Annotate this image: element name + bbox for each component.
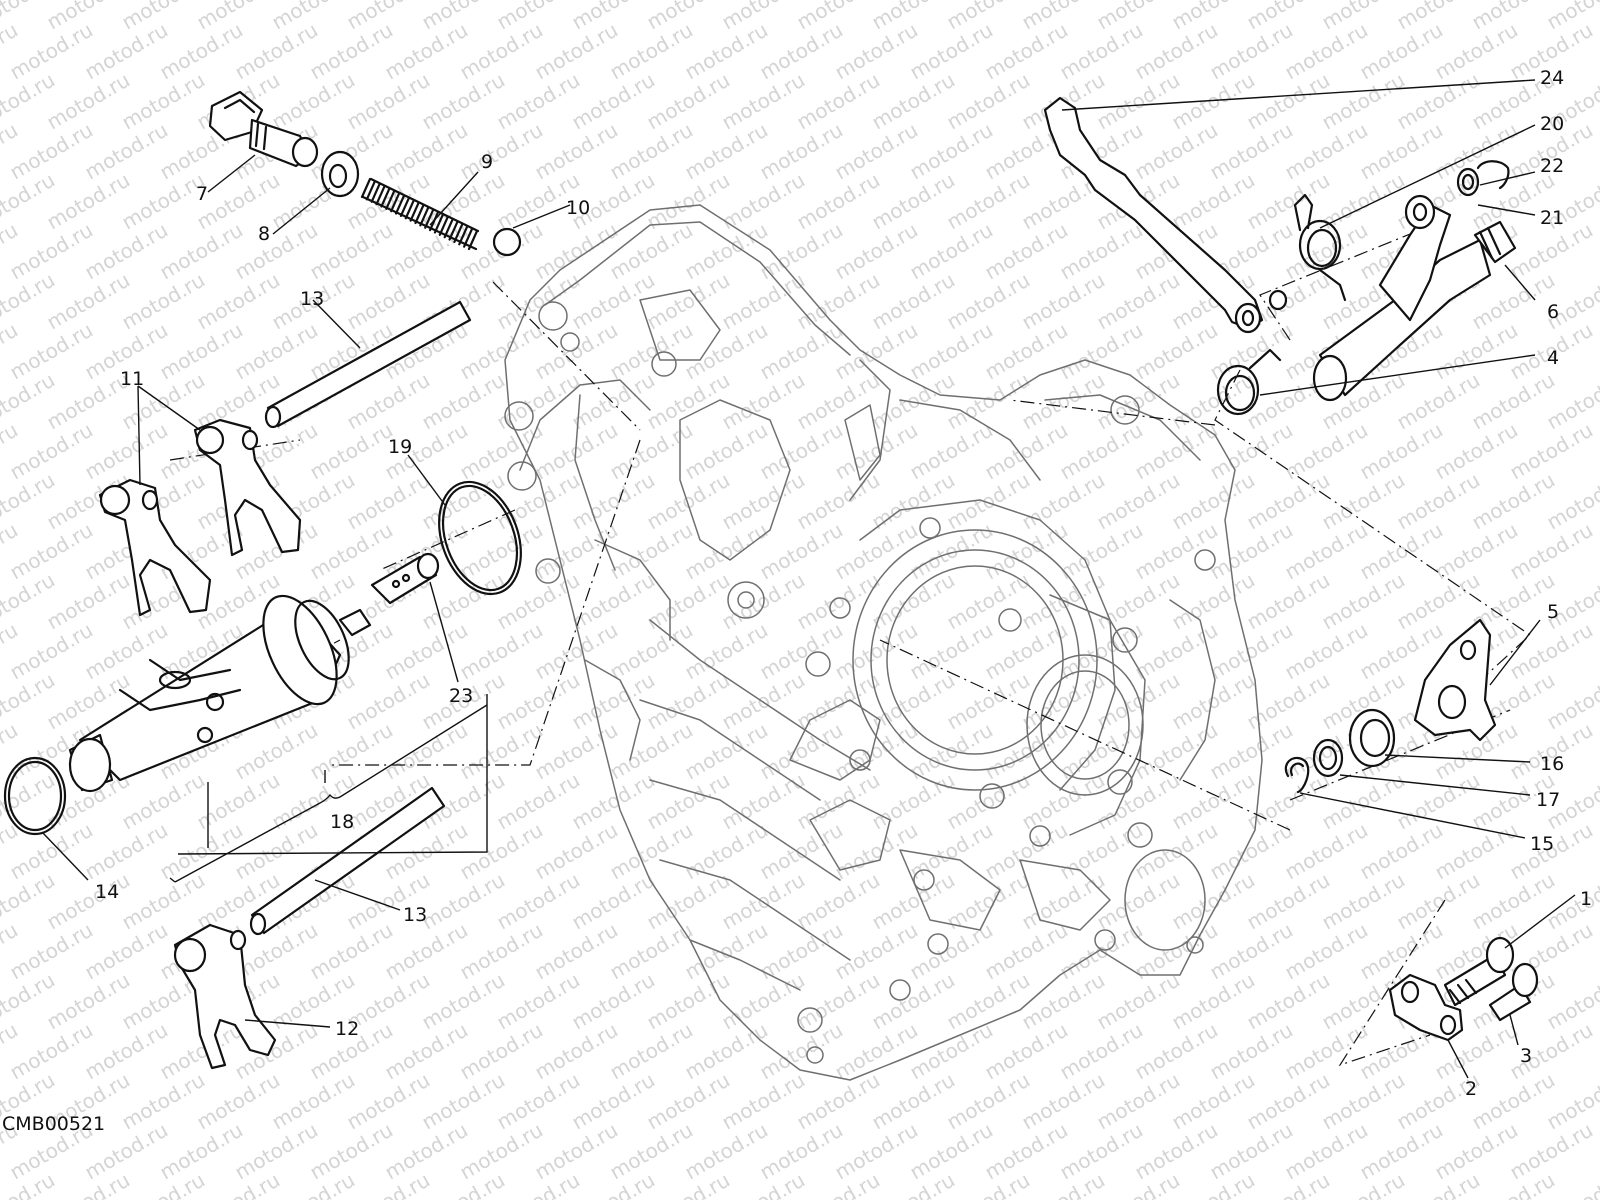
part-2-bracket [1388, 973, 1464, 1042]
callout-12: 12 [335, 1018, 359, 1040]
spring-outline [361, 177, 480, 251]
callout-18: 18 [330, 811, 354, 833]
callout-10: 10 [566, 197, 590, 219]
callout-13-lower: 13 [403, 904, 427, 926]
part-18-gear-selector-drum [68, 594, 372, 793]
leader-lines [41, 79, 1576, 1079]
part-3-screw [1488, 962, 1539, 1022]
part-24-selector-lever [1043, 96, 1288, 334]
part-13-fork-shaft-upper [264, 300, 472, 429]
part-11-shift-forks [98, 418, 302, 617]
callout-17: 17 [1536, 789, 1560, 811]
part-6-gear-change-shaft [1312, 194, 1517, 402]
callout-11: 11 [120, 368, 144, 390]
callout-3: 3 [1520, 1045, 1532, 1067]
callout-1: 1 [1580, 888, 1592, 910]
part-23-pin [370, 552, 440, 605]
part-16-oil-seal [1348, 708, 1396, 768]
part-12-shift-fork [173, 923, 277, 1070]
part-22-circlip [1476, 160, 1510, 190]
callout-24: 24 [1540, 67, 1564, 89]
callout-14: 14 [95, 881, 119, 903]
callout-16: 16 [1540, 753, 1564, 775]
part-9-spring [360, 177, 480, 251]
part-4-torsion-spring [1216, 348, 1282, 416]
callout-9: 9 [481, 151, 493, 173]
part-21-washer [1456, 167, 1480, 197]
callout-8: 8 [258, 223, 270, 245]
callout-22: 22 [1540, 155, 1564, 177]
part-17-washer [1312, 738, 1344, 778]
bracket-18 [169, 704, 488, 883]
part-13-fork-shaft-lower [249, 786, 446, 936]
callout-20: 20 [1540, 113, 1564, 135]
diagram-code: CMB00521 [2, 1113, 105, 1135]
callout-15: 15 [1530, 833, 1554, 855]
callout-2: 2 [1465, 1078, 1477, 1100]
callout-13-upper: 13 [300, 288, 324, 310]
part-10-ball [492, 227, 522, 257]
callout-23: 23 [449, 685, 473, 707]
callout-21: 21 [1540, 207, 1564, 229]
callout-7: 7 [196, 183, 208, 205]
alignment-lines [149, 229, 1531, 1067]
callout-4: 4 [1547, 347, 1559, 369]
callout-6: 6 [1547, 301, 1559, 323]
part-15-circlip [1284, 756, 1310, 794]
part-8-washer [320, 150, 360, 198]
part-7-screw-bolt [208, 90, 319, 168]
part-14-circlip [3, 756, 67, 836]
part-19-o-ring [438, 480, 522, 596]
callout-5: 5 [1547, 601, 1559, 623]
crankcase-half [504, 204, 1263, 1081]
part-20-return-spring [1293, 193, 1347, 302]
spring-coils [360, 177, 479, 251]
part-5-plate [1413, 618, 1497, 742]
callout-19: 19 [388, 436, 412, 458]
callout-labels: 7 8 9 10 13 11 19 23 18 14 13 12 24 20 2… [95, 67, 1592, 1100]
